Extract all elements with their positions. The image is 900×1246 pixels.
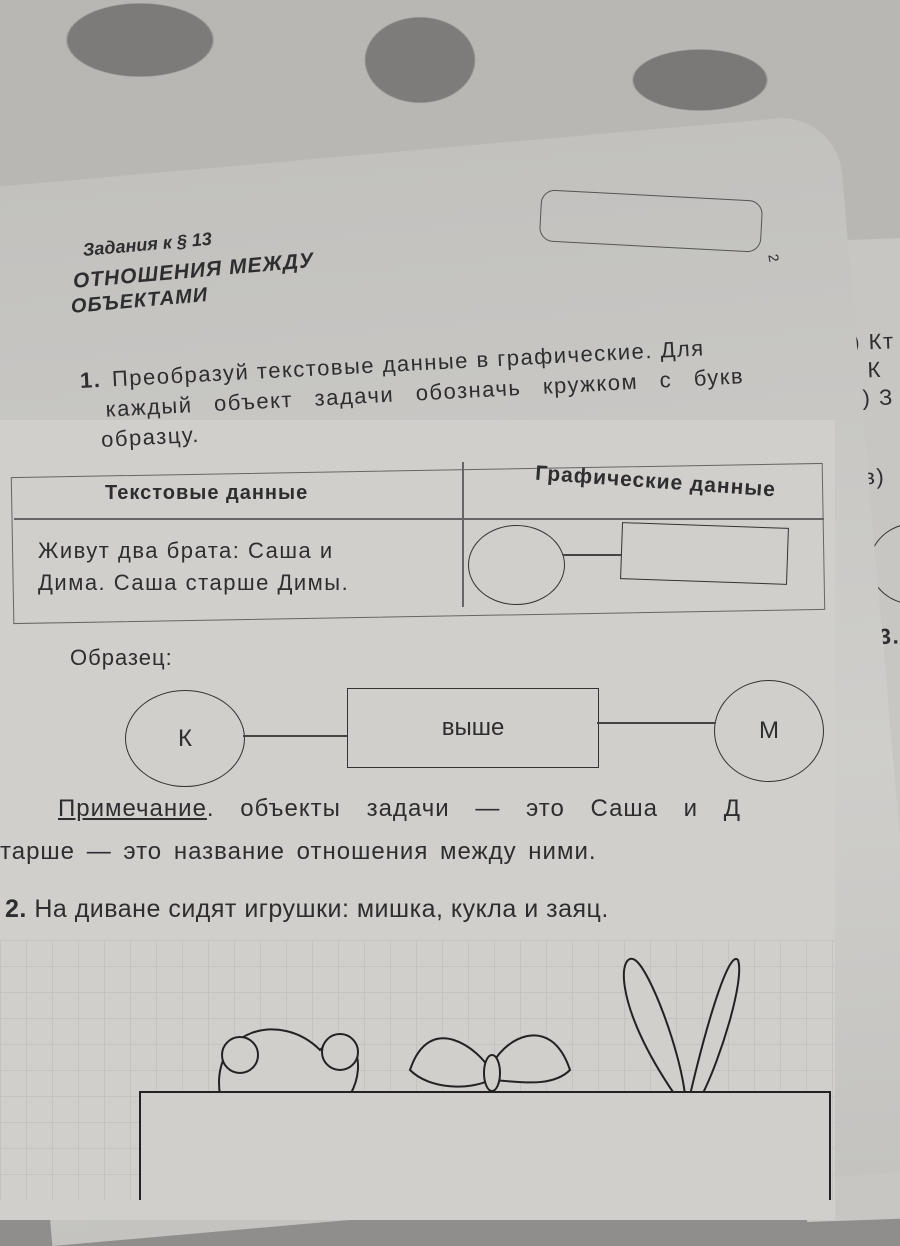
sample-circle-right-label: М <box>759 717 779 744</box>
sample-circle-right: М <box>714 680 824 782</box>
table-header-text: Текстовые данные <box>105 482 309 504</box>
answer-relation-box[interactable] <box>620 522 789 585</box>
task2-text: На диване сидят игрушки: мишка, кукла и … <box>34 895 609 923</box>
bow-icon <box>408 1034 572 1088</box>
bunny-ears-icon <box>622 957 741 1096</box>
toys-illustration <box>139 957 831 1200</box>
sample-circle-left-label: К <box>178 724 192 752</box>
sample-circle-left: К <box>125 690 245 787</box>
task1-number: 1. <box>79 366 103 393</box>
note-title: Примечание <box>58 795 207 822</box>
sample-relation-label: выше <box>441 714 505 741</box>
table-cell-line1: Живут два брата: Саша и <box>38 538 334 563</box>
answer-circle-1[interactable] <box>468 525 565 605</box>
sofa-back <box>139 1091 831 1200</box>
note-line1: . объекты задачи — это Саша и Д <box>206 795 742 822</box>
sample-relation-box: выше <box>347 688 599 768</box>
sample-label: Образец: <box>70 645 173 670</box>
note-line2: тарше — это название отношения между ним… <box>0 838 597 865</box>
task2-number: 2. <box>5 895 27 923</box>
task1-line3: образцу. <box>100 421 201 452</box>
right-item-a2: К <box>867 356 883 383</box>
table-cell-line2: Дима. Саша старше Димы. <box>38 570 350 595</box>
